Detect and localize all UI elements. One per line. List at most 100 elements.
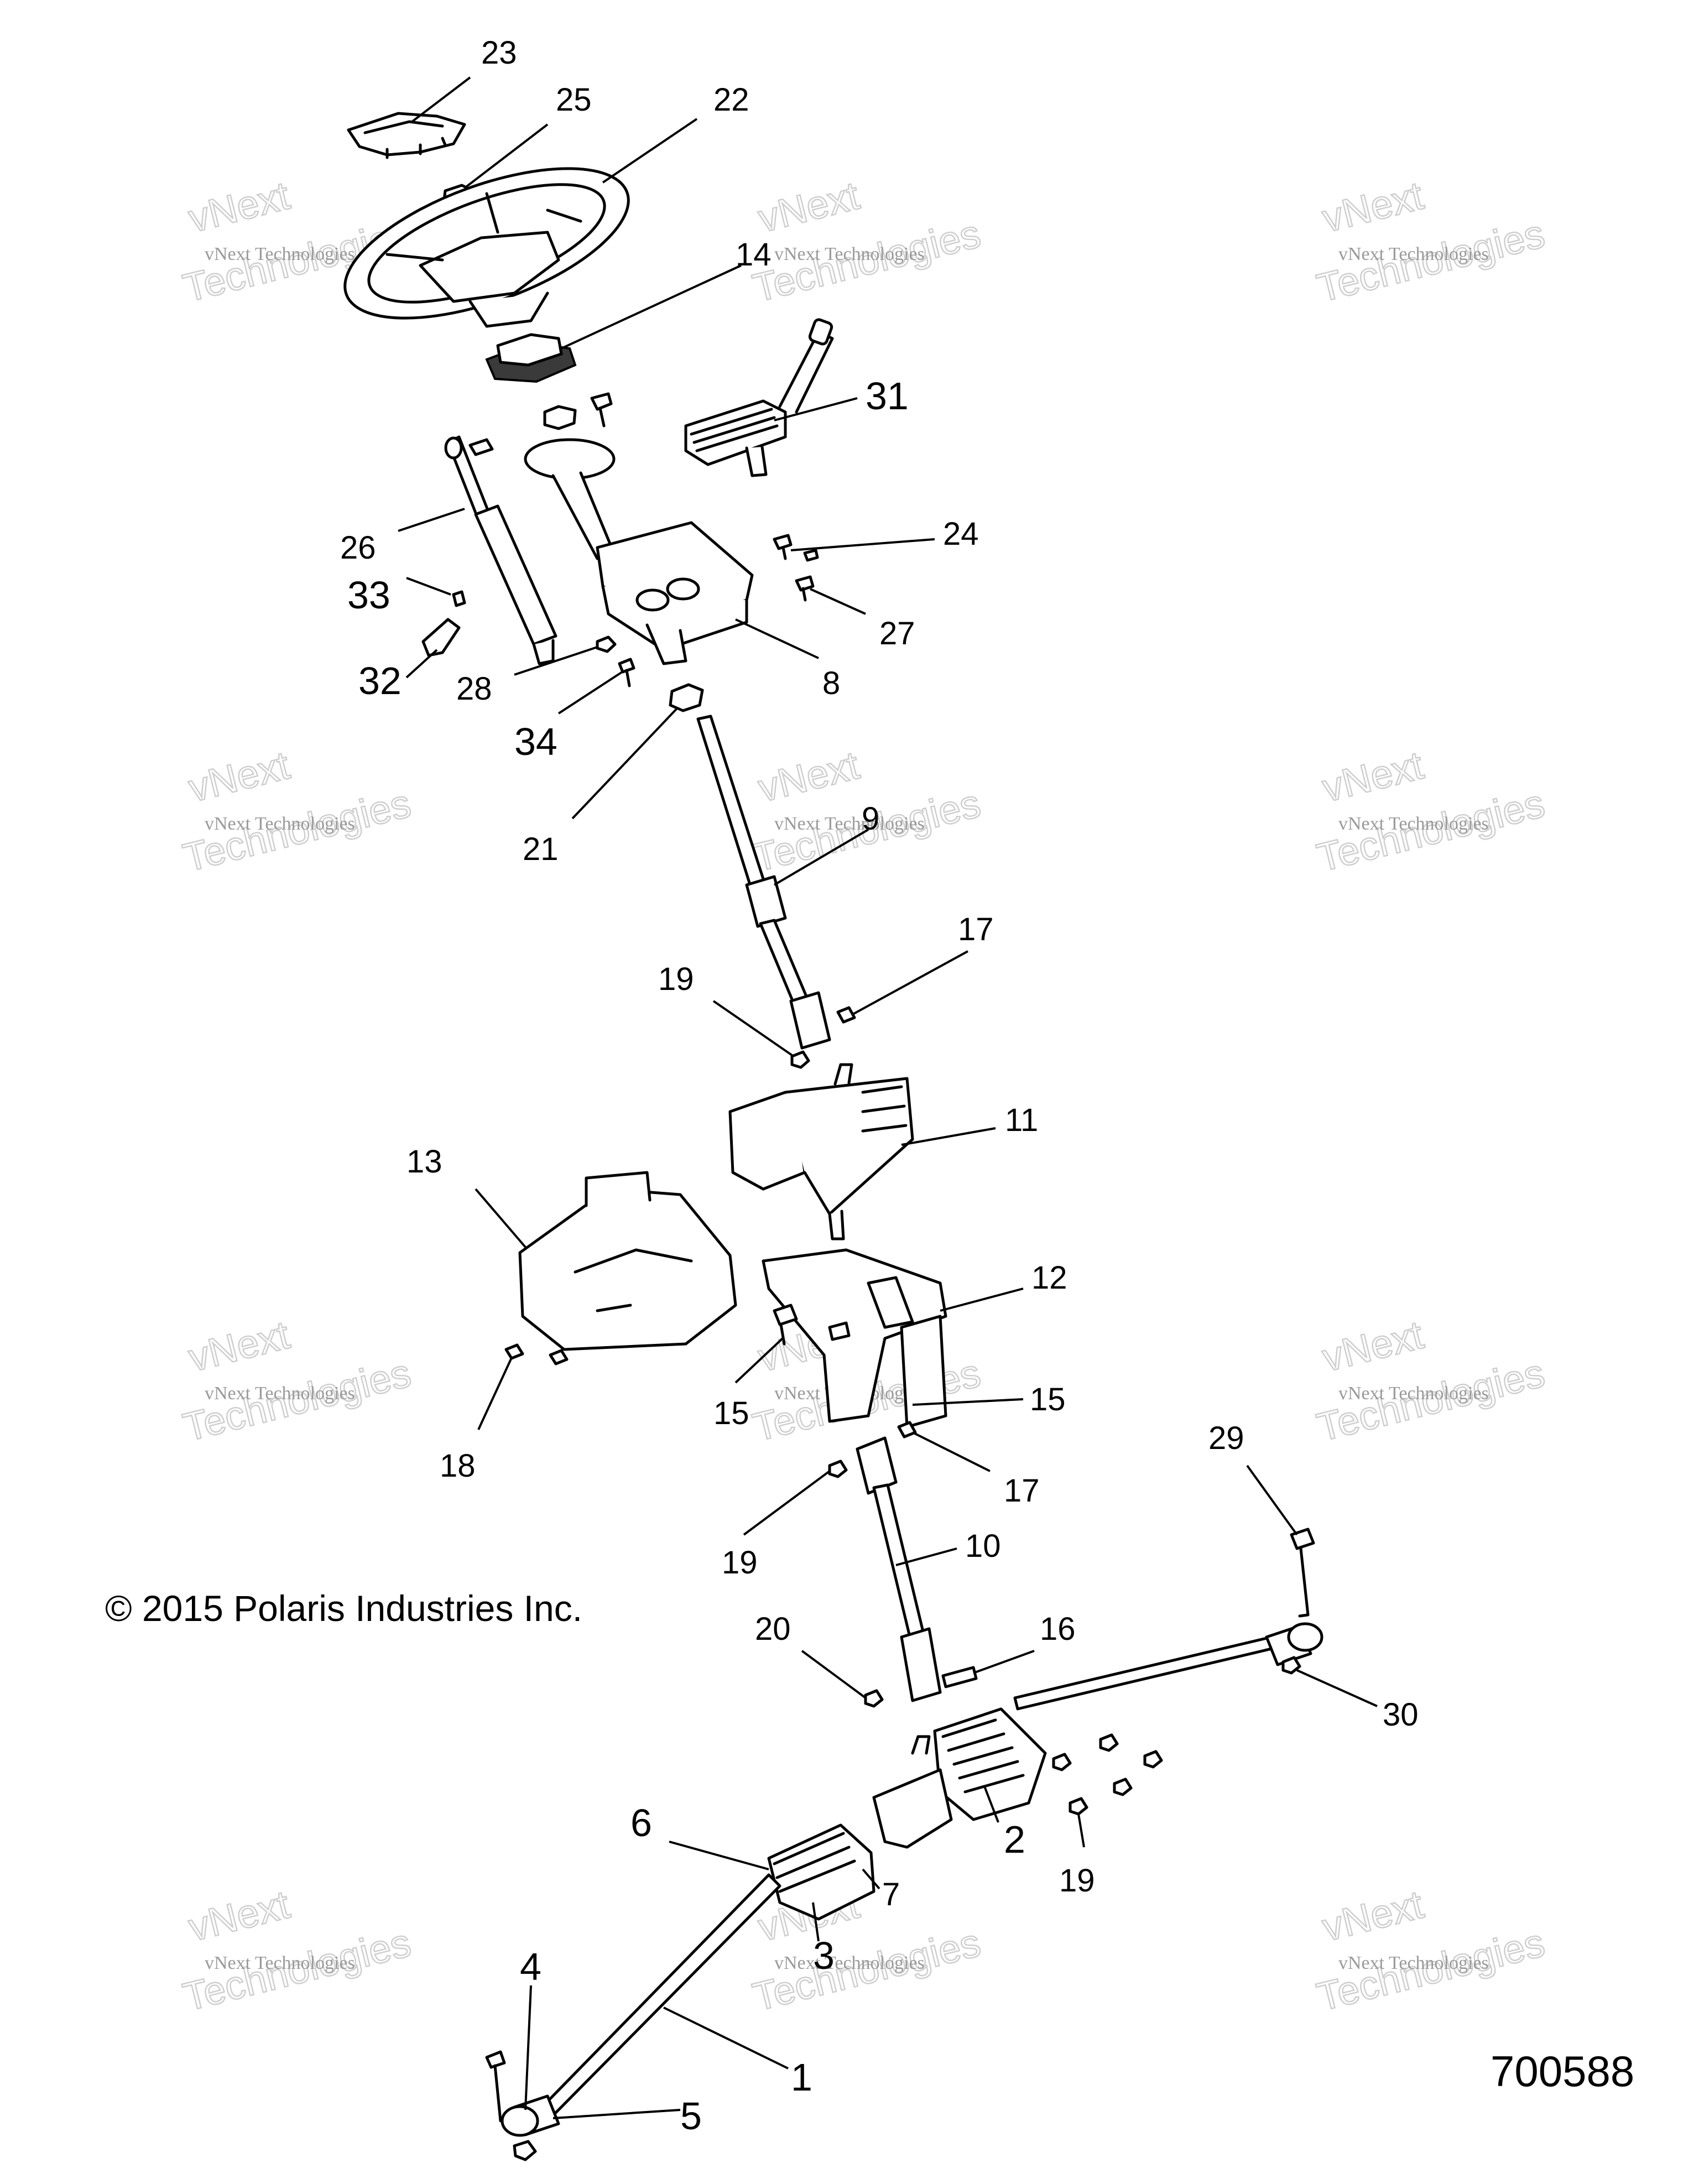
svg-text:vNext Technologies: vNext Technologies — [1338, 1953, 1489, 1973]
rack-nut-a — [1052, 1753, 1072, 1771]
callout-1: 1 — [791, 2056, 812, 2099]
watermark-7: vNext Technologies vNext Technologies — [178, 1312, 416, 1451]
bracket-nut-17-lower — [897, 1421, 917, 1438]
watermark-3: vNext Technologies vNext Technologies — [1312, 173, 1550, 311]
shaft-nut-19-lower — [828, 1460, 848, 1478]
callout-3: 3 — [813, 1934, 835, 1977]
svg-text:vNext Technologies: vNext Technologies — [1338, 1383, 1489, 1404]
svg-text:vNext: vNext — [184, 1883, 294, 1950]
callout-18: 18 — [440, 1448, 476, 1484]
tilt-gas-strut — [444, 435, 557, 665]
svg-text:vNext: vNext — [1318, 743, 1427, 811]
callout-13: 13 — [406, 1144, 442, 1180]
callout-19-upper: 19 — [658, 961, 694, 997]
svg-text:vNext Technologies: vNext Technologies — [774, 1953, 925, 1973]
column-bracket — [524, 438, 754, 665]
upper-steering-shaft — [696, 715, 831, 1050]
bracket-screw-24 — [773, 534, 793, 560]
callout-12: 12 — [1031, 1260, 1067, 1296]
cover-screw-a — [504, 1343, 524, 1360]
callout-30: 30 — [1383, 1697, 1419, 1733]
watermark-10: vNext Technologies vNext Technologies — [178, 1881, 416, 2020]
shaft-bolt-16 — [941, 1666, 978, 1688]
svg-text:vNext: vNext — [184, 1313, 294, 1380]
callout-17-lower: 17 — [1004, 1473, 1040, 1509]
callout-29: 29 — [1208, 1420, 1244, 1456]
svg-text:vNext Technologies: vNext Technologies — [205, 244, 355, 264]
callout-15-left: 15 — [713, 1395, 749, 1431]
column-screw-upper — [590, 392, 613, 428]
svg-text:vNext: vNext — [754, 743, 863, 811]
bracket-bolt-15-mid — [828, 1321, 851, 1341]
watermark-12: vNext Technologies vNext Technologies — [1312, 1881, 1550, 2020]
svg-text:vNext Technologies: vNext Technologies — [205, 1383, 355, 1404]
svg-text:vNext Technologies: vNext Technologies — [774, 814, 925, 834]
callout-10: 10 — [965, 1528, 1001, 1564]
callout-8: 8 — [822, 665, 840, 701]
svg-text:vNext Technologies: vNext Technologies — [1338, 814, 1489, 834]
column-bushing-lower — [669, 683, 704, 712]
callout-4: 4 — [520, 1945, 541, 1988]
callout-34: 34 — [514, 720, 557, 763]
svg-text:vNext Technologies: vNext Technologies — [205, 814, 355, 834]
svg-text:vNext Technologies: vNext Technologies — [1338, 244, 1489, 264]
watermark-4: vNext Technologies vNext Technologies — [178, 742, 416, 881]
callout-21: 21 — [523, 831, 559, 867]
callout-24: 24 — [943, 516, 979, 552]
callout-2: 2 — [1004, 1818, 1025, 1861]
callout-14: 14 — [736, 237, 772, 273]
callout-5: 5 — [680, 2094, 702, 2138]
cover-screw-b — [549, 1349, 569, 1365]
tie-rod-nut-left — [513, 2140, 537, 2161]
svg-text:vNext: vNext — [1318, 174, 1427, 241]
callout-11: 11 — [1005, 1102, 1038, 1138]
svg-text:vNext Technologies: vNext Technologies — [774, 244, 925, 264]
callout-25: 25 — [556, 82, 592, 118]
tilt-sensor-pin — [452, 590, 466, 607]
lower-steering-shaft — [856, 1436, 942, 1702]
steering-wheel — [343, 167, 630, 328]
svg-text:vNext: vNext — [184, 743, 294, 811]
bracket-nut-28 — [596, 635, 617, 653]
callout-19-lower: 19 — [722, 1545, 758, 1581]
shaft-bolt-17-upper — [836, 1006, 856, 1024]
tilt-sensor — [421, 618, 461, 657]
callout-28: 28 — [456, 671, 492, 707]
callout-6: 6 — [630, 1801, 652, 1844]
callout-27: 27 — [879, 616, 915, 651]
tie-rod-bolt-right — [1290, 1528, 1315, 1618]
callout-7: 7 — [882, 1877, 900, 1912]
horn-pad-cover — [347, 112, 466, 159]
rack-nut-b — [1099, 1733, 1119, 1752]
tie-rod-bolt-left — [485, 2050, 506, 2123]
svg-text:vNext: vNext — [1318, 1883, 1427, 1950]
bracket-screw-small — [803, 549, 819, 562]
drawing-number: 700588 — [1490, 2047, 1635, 2096]
callout-22: 22 — [713, 82, 749, 118]
watermark-2: vNext Technologies vNext Technologies — [748, 173, 986, 311]
rack-nut-c — [1143, 1750, 1163, 1769]
steering-hub-adapter — [485, 333, 577, 383]
callout-32: 32 — [358, 659, 402, 702]
eps-cover — [518, 1171, 737, 1351]
eps-unit — [728, 1063, 914, 1240]
callout-23: 23 — [481, 35, 517, 71]
svg-text:vNext: vNext — [184, 174, 294, 241]
callout-16: 16 — [1040, 1611, 1076, 1647]
shaft-nut-19-upper — [790, 1050, 810, 1069]
eps-mounting-bracket — [762, 1248, 947, 1429]
leader-lines — [398, 76, 1378, 2119]
callout-19-rack: 19 — [1059, 1863, 1095, 1899]
callout-26: 26 — [340, 530, 376, 566]
callout-17-upper: 17 — [958, 911, 994, 947]
watermark-6: vNext Technologies vNext Technologies — [1312, 742, 1550, 881]
bracket-bolt-34 — [618, 658, 635, 687]
watermark-9: vNext Technologies vNext Technologies — [1312, 1312, 1550, 1451]
steering-rack — [501, 1622, 1323, 2137]
strut-pin — [468, 438, 494, 456]
rack-nut-19 — [1069, 1797, 1088, 1816]
rack-nut-30 — [1281, 1656, 1301, 1675]
bracket-bolt-15-left — [773, 1304, 798, 1346]
svg-text:vNext: vNext — [754, 174, 863, 241]
